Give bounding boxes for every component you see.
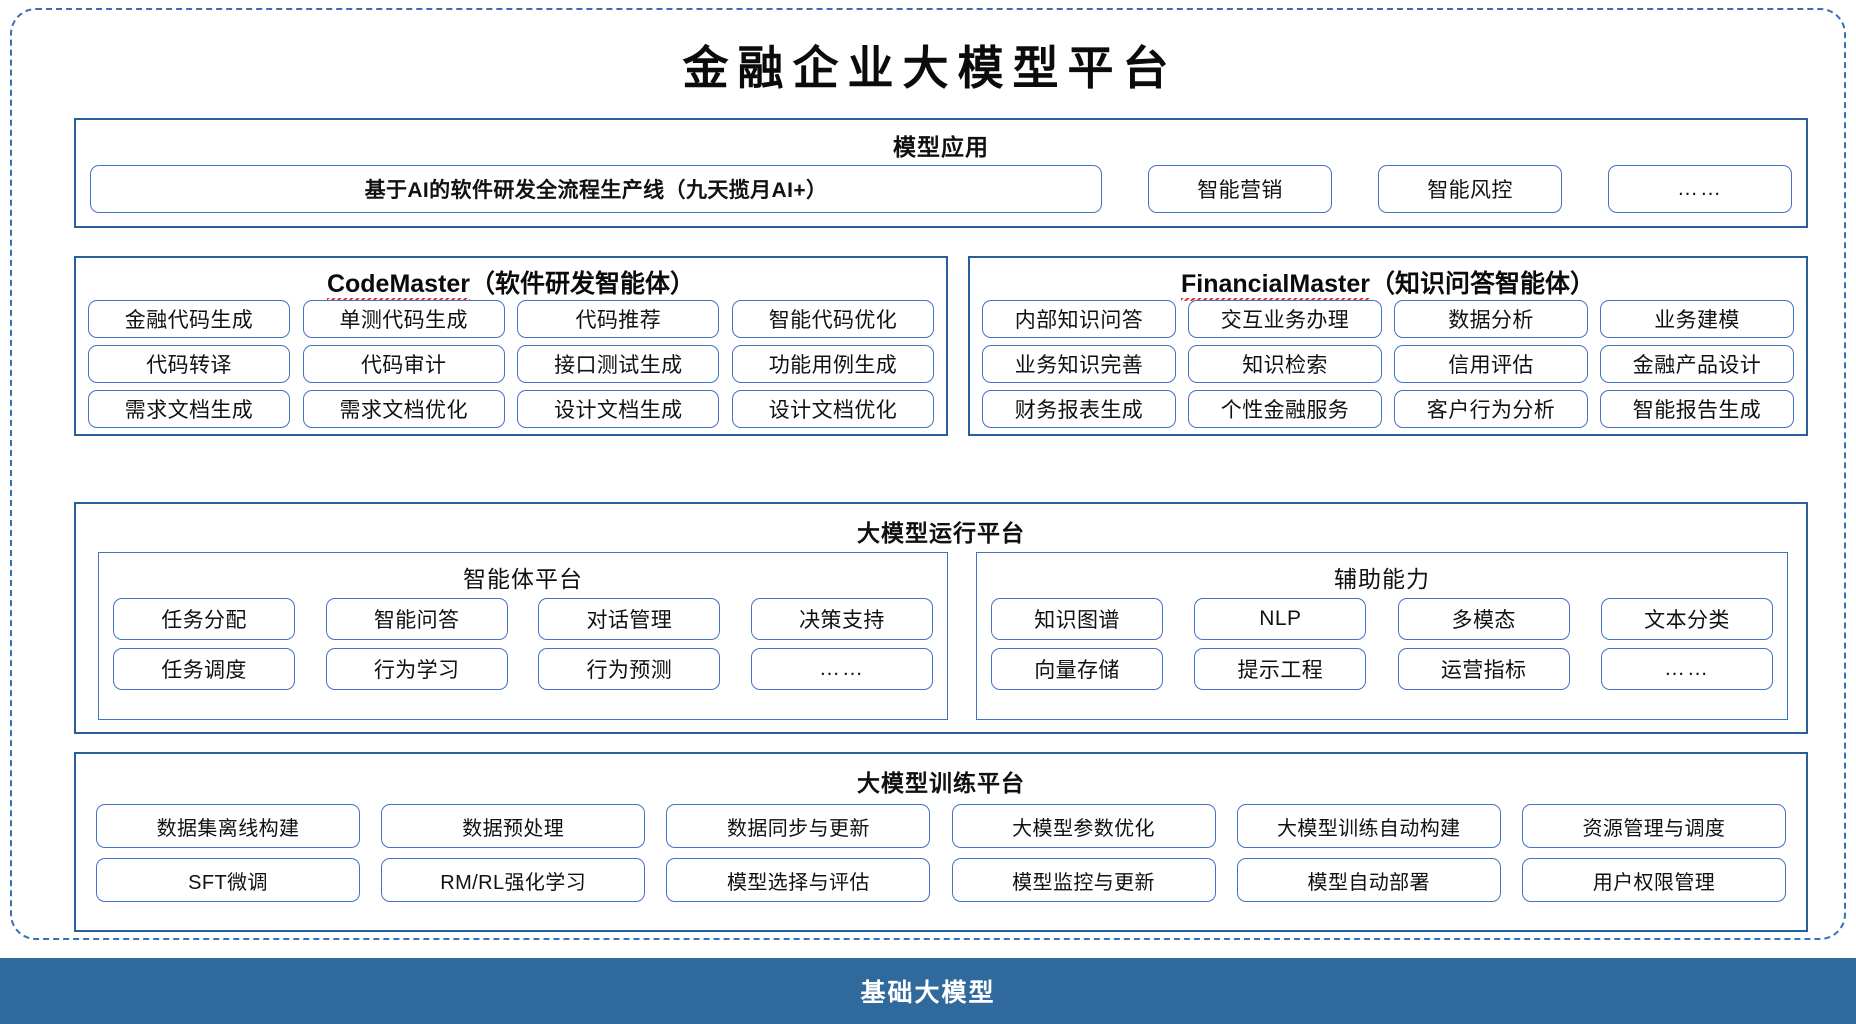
financialmaster-cn-name: （知识问答智能体） <box>1369 270 1595 298</box>
financialmaster-item-1-2[interactable]: 信用评估 <box>1394 345 1588 383</box>
codemaster-item-0-1[interactable]: 单测代码生成 <box>302 300 505 338</box>
auxiliary-item-1-0[interactable]: 向量存储 <box>991 648 1163 690</box>
training-row-0: 数据集离线构建 数据预处理 数据同步与更新 大模型参数优化 大模型训练自动构建 … <box>96 804 1786 848</box>
codemaster-item-2-2[interactable]: 设计文档生成 <box>517 390 720 428</box>
codemaster-row-2: 需求文档生成 需求文档优化 设计文档生成 设计文档优化 <box>88 390 934 428</box>
financialmaster-capability-grid: 内部知识问答 交互业务办理 数据分析 业务建模 业务知识完善 知识检索 信用评估… <box>982 300 1794 435</box>
financialmaster-agent-section: FinancialMaster（知识问答智能体） 内部知识问答 交互业务办理 数… <box>968 256 1808 436</box>
auxiliary-item-1-3[interactable]: …… <box>1600 648 1773 690</box>
codemaster-item-0-3[interactable]: 智能代码优化 <box>731 300 934 338</box>
agent-platform-title: 智能体平台 <box>463 566 583 592</box>
training-item-0-0[interactable]: 数据集离线构建 <box>96 804 360 848</box>
agent-platform-item-1-0[interactable]: 任务调度 <box>113 648 295 690</box>
training-item-0-1[interactable]: 数据预处理 <box>381 804 646 848</box>
training-item-0-5[interactable]: 资源管理与调度 <box>1521 804 1786 848</box>
training-item-1-0[interactable]: SFT微调 <box>96 858 360 902</box>
codemaster-item-1-3[interactable]: 功能用例生成 <box>731 345 934 383</box>
codemaster-item-1-2[interactable]: 接口测试生成 <box>517 345 720 383</box>
codemaster-item-2-0[interactable]: 需求文档生成 <box>88 390 290 428</box>
agent-platform-grid: 任务分配 智能问答 对话管理 决策支持 任务调度 行为学习 行为预测 …… <box>113 598 933 698</box>
financialmaster-item-0-1[interactable]: 交互业务办理 <box>1188 300 1382 338</box>
financialmaster-item-0-3[interactable]: 业务建模 <box>1600 300 1794 338</box>
model-application-title: 模型应用 <box>893 134 989 160</box>
codemaster-item-2-3[interactable]: 设计文档优化 <box>731 390 934 428</box>
training-item-1-4[interactable]: 模型自动部署 <box>1236 858 1501 902</box>
financialmaster-item-0-0[interactable]: 内部知识问答 <box>982 300 1176 338</box>
auxiliary-item-0-0[interactable]: 知识图谱 <box>991 598 1163 640</box>
model-application-wide-item[interactable]: 基于AI的软件研发全流程生产线（九天揽月AI+） <box>90 165 1102 213</box>
codemaster-cn-name: （软件研发智能体） <box>470 270 696 298</box>
model-application-small-items: 智能营销 智能风控 …… <box>1102 165 1792 213</box>
auxiliary-item-0-2[interactable]: 多模态 <box>1397 598 1570 640</box>
model-application-item-2[interactable]: …… <box>1608 165 1792 213</box>
codemaster-item-0-2[interactable]: 代码推荐 <box>517 300 720 338</box>
financialmaster-row-1: 业务知识完善 知识检索 信用评估 金融产品设计 <box>982 345 1794 383</box>
codemaster-item-1-1[interactable]: 代码审计 <box>302 345 505 383</box>
auxiliary-item-1-1[interactable]: 提示工程 <box>1194 648 1367 690</box>
codemaster-row-0: 金融代码生成 单测代码生成 代码推荐 智能代码优化 <box>88 300 934 338</box>
agent-platform-item-0-3[interactable]: 决策支持 <box>750 598 933 640</box>
codemaster-header: CodeMaster（软件研发智能体） <box>76 264 946 303</box>
model-application-item-1[interactable]: 智能风控 <box>1378 165 1562 213</box>
agent-platform-row-1: 任务调度 行为学习 行为预测 …… <box>113 648 933 690</box>
auxiliary-capability-grid: 知识图谱 NLP 多模态 文本分类 向量存储 提示工程 运营指标 …… <box>991 598 1773 698</box>
agent-platform-panel: 智能体平台 任务分配 智能问答 对话管理 决策支持 任务调度 行为学习 行为预测… <box>98 552 948 720</box>
agent-platform-item-0-2[interactable]: 对话管理 <box>538 598 721 640</box>
agent-platform-item-1-3[interactable]: …… <box>750 648 933 690</box>
agent-platform-row-0: 任务分配 智能问答 对话管理 决策支持 <box>113 598 933 640</box>
codemaster-item-1-0[interactable]: 代码转译 <box>88 345 290 383</box>
auxiliary-row-0: 知识图谱 NLP 多模态 文本分类 <box>991 598 1773 640</box>
training-item-1-5[interactable]: 用户权限管理 <box>1521 858 1786 902</box>
financialmaster-item-2-1[interactable]: 个性金融服务 <box>1188 390 1382 428</box>
page-title: 金融企业大模型平台 <box>682 41 1178 95</box>
agent-platform-item-1-2[interactable]: 行为预测 <box>538 648 721 690</box>
training-item-1-3[interactable]: 模型监控与更新 <box>951 858 1216 902</box>
auxiliary-row-1: 向量存储 提示工程 运营指标 …… <box>991 648 1773 690</box>
codemaster-row-1: 代码转译 代码审计 接口测试生成 功能用例生成 <box>88 345 934 383</box>
training-platform-grid: 数据集离线构建 数据预处理 数据同步与更新 大模型参数优化 大模型训练自动构建 … <box>96 804 1786 912</box>
codemaster-item-2-1[interactable]: 需求文档优化 <box>302 390 505 428</box>
outer-dashed-frame: 金融企业大模型平台 模型应用 基于AI的软件研发全流程生产线（九天揽月AI+） … <box>10 8 1846 940</box>
codemaster-agent-section: CodeMaster（软件研发智能体） 金融代码生成 单测代码生成 代码推荐 智… <box>74 256 948 436</box>
runtime-platform-section: 大模型运行平台 智能体平台 任务分配 智能问答 对话管理 决策支持 任务调度 行… <box>74 502 1808 734</box>
financialmaster-row-0: 内部知识问答 交互业务办理 数据分析 业务建模 <box>982 300 1794 338</box>
model-application-section: 模型应用 基于AI的软件研发全流程生产线（九天揽月AI+） 智能营销 智能风控 … <box>74 118 1808 228</box>
financialmaster-latin-name: FinancialMaster <box>1181 270 1370 303</box>
auxiliary-capability-panel: 辅助能力 知识图谱 NLP 多模态 文本分类 向量存储 提示工程 运营指标 …… <box>976 552 1788 720</box>
financialmaster-item-2-3[interactable]: 智能报告生成 <box>1600 390 1794 428</box>
agent-platform-item-1-1[interactable]: 行为学习 <box>325 648 508 690</box>
auxiliary-capability-title: 辅助能力 <box>1334 566 1430 592</box>
training-item-1-2[interactable]: 模型选择与评估 <box>666 858 931 902</box>
financialmaster-item-0-2[interactable]: 数据分析 <box>1394 300 1588 338</box>
financialmaster-item-2-2[interactable]: 客户行为分析 <box>1394 390 1588 428</box>
training-platform-section: 大模型训练平台 数据集离线构建 数据预处理 数据同步与更新 大模型参数优化 大模… <box>74 752 1808 932</box>
base-model-label: 基础大模型 <box>860 979 996 1007</box>
codemaster-item-0-0[interactable]: 金融代码生成 <box>88 300 290 338</box>
codemaster-latin-name: CodeMaster <box>326 270 471 303</box>
model-application-items-row: 基于AI的软件研发全流程生产线（九天揽月AI+） 智能营销 智能风控 …… <box>90 165 1792 213</box>
financialmaster-item-1-3[interactable]: 金融产品设计 <box>1600 345 1794 383</box>
auxiliary-item-1-2[interactable]: 运营指标 <box>1397 648 1570 690</box>
runtime-platform-title: 大模型运行平台 <box>857 520 1025 546</box>
base-model-bar: 基础大模型 <box>0 958 1856 1024</box>
financialmaster-item-1-0[interactable]: 业务知识完善 <box>982 345 1176 383</box>
financialmaster-item-2-0[interactable]: 财务报表生成 <box>982 390 1176 428</box>
agent-platform-item-0-1[interactable]: 智能问答 <box>325 598 508 640</box>
model-application-item-0[interactable]: 智能营销 <box>1148 165 1332 213</box>
auxiliary-item-0-3[interactable]: 文本分类 <box>1600 598 1773 640</box>
training-item-1-1[interactable]: RM/RL强化学习 <box>381 858 646 902</box>
training-platform-title: 大模型训练平台 <box>857 770 1025 796</box>
financialmaster-row-2: 财务报表生成 个性金融服务 客户行为分析 智能报告生成 <box>982 390 1794 428</box>
training-item-0-2[interactable]: 数据同步与更新 <box>666 804 931 848</box>
financialmaster-header: FinancialMaster（知识问答智能体） <box>970 264 1806 303</box>
auxiliary-item-0-1[interactable]: NLP <box>1194 598 1367 640</box>
codemaster-capability-grid: 金融代码生成 单测代码生成 代码推荐 智能代码优化 代码转译 代码审计 接口测试… <box>88 300 934 435</box>
training-item-0-3[interactable]: 大模型参数优化 <box>951 804 1216 848</box>
training-row-1: SFT微调 RM/RL强化学习 模型选择与评估 模型监控与更新 模型自动部署 用… <box>96 858 1786 902</box>
training-item-0-4[interactable]: 大模型训练自动构建 <box>1236 804 1501 848</box>
financialmaster-item-1-1[interactable]: 知识检索 <box>1188 345 1382 383</box>
agent-platform-item-0-0[interactable]: 任务分配 <box>113 598 295 640</box>
